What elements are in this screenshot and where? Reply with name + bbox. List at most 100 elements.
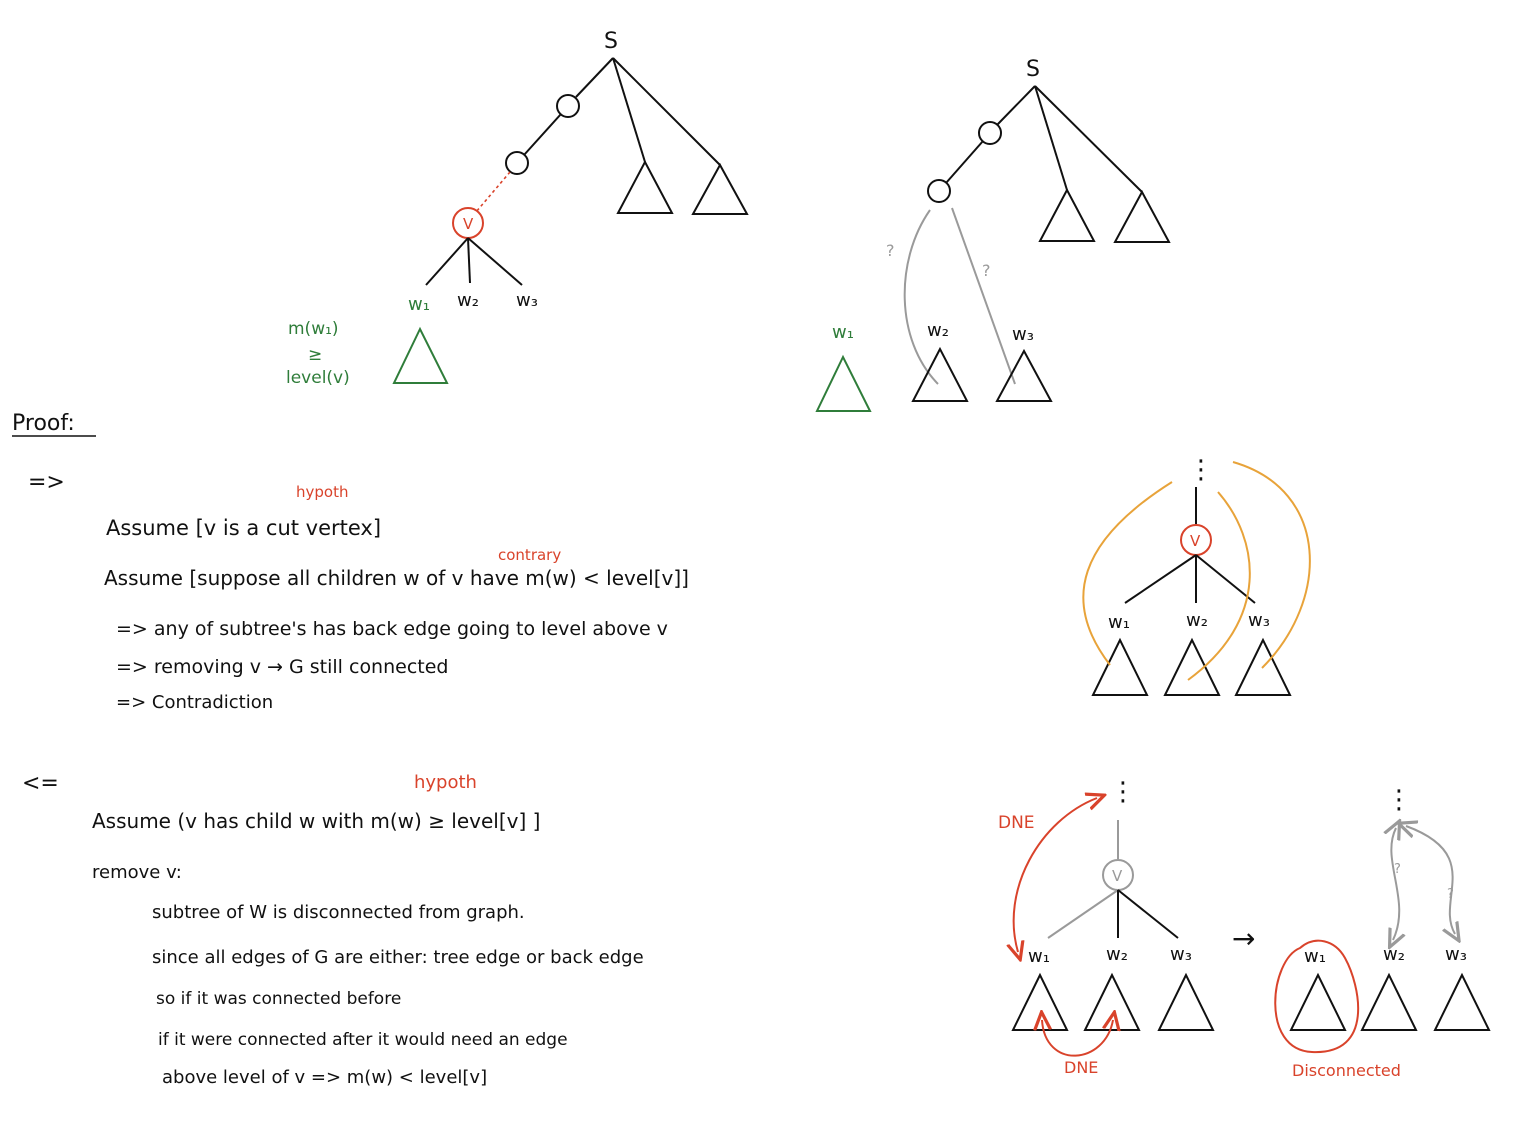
d2-w3-subtree-triangle: [995, 348, 1053, 402]
d1-edge: [467, 237, 523, 286]
d1-edge: [467, 237, 471, 284]
forward-assume-2: Assume [suppose all children w of v have…: [104, 566, 689, 590]
d3-w1-label: w₁: [1108, 612, 1130, 633]
d5-dots: ⋮: [1386, 785, 1412, 815]
d5-question-arrow: [1391, 828, 1399, 940]
backward-line-5: above level of v => m(w) < level[v]: [162, 1067, 487, 1088]
d5-w3-subtree-triangle: [1433, 972, 1491, 1031]
d5-w2-label: w₂: [1383, 944, 1405, 965]
backward-assume: Assume (v has child w with m(w) ≥ level[…: [92, 809, 540, 833]
diagram-4-tree: ⋮ V w₁ w₂ w₃ DNE DNE →: [998, 777, 1255, 1077]
d1-edge: [425, 237, 469, 286]
d5-q1: ?: [1394, 862, 1401, 877]
d1-v-label: V: [463, 215, 474, 233]
backward-direction: <= hypoth Assume (v has child w with m(w…: [22, 771, 644, 1088]
d4-v-label: V: [1112, 867, 1123, 885]
d3-dots: ⋮: [1188, 455, 1214, 485]
proof-title: Proof:: [12, 411, 75, 436]
d5-w1-label: w₁: [1304, 946, 1326, 967]
backward-line-1: subtree of W is disconnected from graph.: [152, 902, 525, 923]
d3-w2-subtree-triangle: [1163, 637, 1221, 696]
backward-line-3: so if it was connected before: [156, 989, 401, 1009]
d3-back-edge: [1187, 491, 1251, 681]
d2-node: [927, 179, 951, 203]
d1-subtree-triangle: [616, 159, 674, 214]
d3-back-edge: [1232, 461, 1311, 669]
d3-w2-label: w₂: [1186, 610, 1208, 631]
forward-contrary-note: contrary: [498, 546, 561, 564]
d1-w3-label: w₃: [516, 290, 538, 311]
d2-node: [978, 121, 1002, 145]
d1-w2-label: w₂: [457, 290, 479, 311]
diagram-3-tree: ⋮ V w₁ w₂ w₃: [1082, 455, 1311, 696]
forward-hypoth-note: hypoth: [296, 483, 348, 501]
diagram-5-tree: ⋮ w₁ w₂ w₃ Disconnected ? ?: [1274, 785, 1491, 1080]
forward-assume-1: Assume [v is a cut vertex]: [106, 516, 381, 540]
backward-remove: remove v:: [92, 862, 182, 883]
d1-node: [505, 151, 529, 175]
backward-line-4: if it were connected after it would need…: [158, 1030, 568, 1050]
forward-step-1: => any of subtree's has back edge going …: [116, 618, 668, 640]
d2-edge: [1034, 85, 1143, 193]
d3-edge: [1195, 554, 1256, 604]
diagram-1-tree: S V w₁ w₂ w₃ m(w₁) ≥ level(v): [286, 29, 749, 388]
d2-edge: [996, 85, 1036, 126]
d1-edge: [523, 113, 562, 156]
backward-arrow: <=: [22, 771, 59, 796]
d2-w2-subtree-triangle: [911, 346, 969, 402]
d1-edge: [612, 57, 721, 166]
d4-dne-top: DNE: [998, 813, 1035, 833]
d2-q2: ?: [982, 261, 991, 280]
d1-note-line3: level(v): [286, 368, 350, 388]
d3-w3-subtree-triangle: [1234, 637, 1292, 696]
d2-q1: ?: [886, 241, 895, 260]
d2-subtree-triangle: [1113, 189, 1171, 243]
d4-w2-label: w₂: [1106, 944, 1128, 965]
d3-w3-label: w₃: [1248, 610, 1270, 631]
d1-dotted-edge: [475, 171, 511, 213]
d5-w1-subtree-triangle: [1289, 972, 1347, 1031]
forward-step-3: => Contradiction: [116, 692, 273, 713]
d3-v-label: V: [1190, 532, 1201, 550]
d1-subtree-triangle: [691, 162, 749, 215]
d5-disconnected-loop: [1274, 939, 1360, 1054]
d1-node: [556, 94, 580, 118]
d4-w1-label: w₁: [1028, 946, 1050, 967]
forward-step-2: => removing v → G still connected: [116, 656, 448, 678]
d2-w2-label: w₂: [927, 320, 949, 341]
d2-question-edge: [903, 209, 939, 385]
d4-dots: ⋮: [1110, 777, 1136, 807]
d4-dne-bottom: DNE: [1064, 1058, 1098, 1077]
d4-w3-subtree-triangle: [1157, 972, 1215, 1031]
d3-w1-subtree-triangle: [1091, 637, 1149, 696]
d4-edge: [1047, 889, 1119, 939]
d2-question-edge: [951, 207, 1016, 385]
d1-edge: [612, 57, 646, 163]
d4-w3-label: w₃: [1170, 944, 1192, 965]
d2-w3-label: w₃: [1012, 324, 1034, 345]
d1-edge: [575, 57, 614, 98]
d1-note-line1: m(w₁): [288, 319, 339, 339]
backward-hypoth-note: hypoth: [414, 772, 477, 793]
d2-root-label: S: [1026, 57, 1040, 82]
d2-w1-subtree-triangle: [815, 354, 872, 412]
d4-w1-subtree-triangle: [1011, 972, 1069, 1031]
d2-edge: [1034, 85, 1068, 191]
d5-q2: ?: [1447, 887, 1454, 902]
d4-edge: [1117, 889, 1179, 939]
d1-note-line2: ≥: [308, 345, 322, 365]
diagram-2-tree: S ? ? w₁ w₂ w₃: [815, 57, 1171, 412]
d2-edge: [945, 140, 984, 184]
d3-back-edge: [1082, 481, 1173, 666]
forward-direction: => hypoth Assume [v is a cut vertex] con…: [28, 470, 689, 713]
d5-w3-label: w₃: [1445, 944, 1467, 965]
d5-w2-subtree-triangle: [1360, 972, 1418, 1031]
d2-w1-label: w₁: [832, 322, 854, 343]
d2-subtree-triangle: [1038, 187, 1096, 242]
backward-line-2: since all edges of G are either: tree ed…: [152, 947, 644, 968]
d4-dne-arrow-top: [1014, 798, 1097, 952]
d4-dne-arrow-bottom: [1042, 1020, 1113, 1057]
d3-edge: [1124, 554, 1197, 604]
d5-disconnected-label: Disconnected: [1292, 1061, 1401, 1080]
d1-w1-label: w₁: [408, 294, 430, 315]
